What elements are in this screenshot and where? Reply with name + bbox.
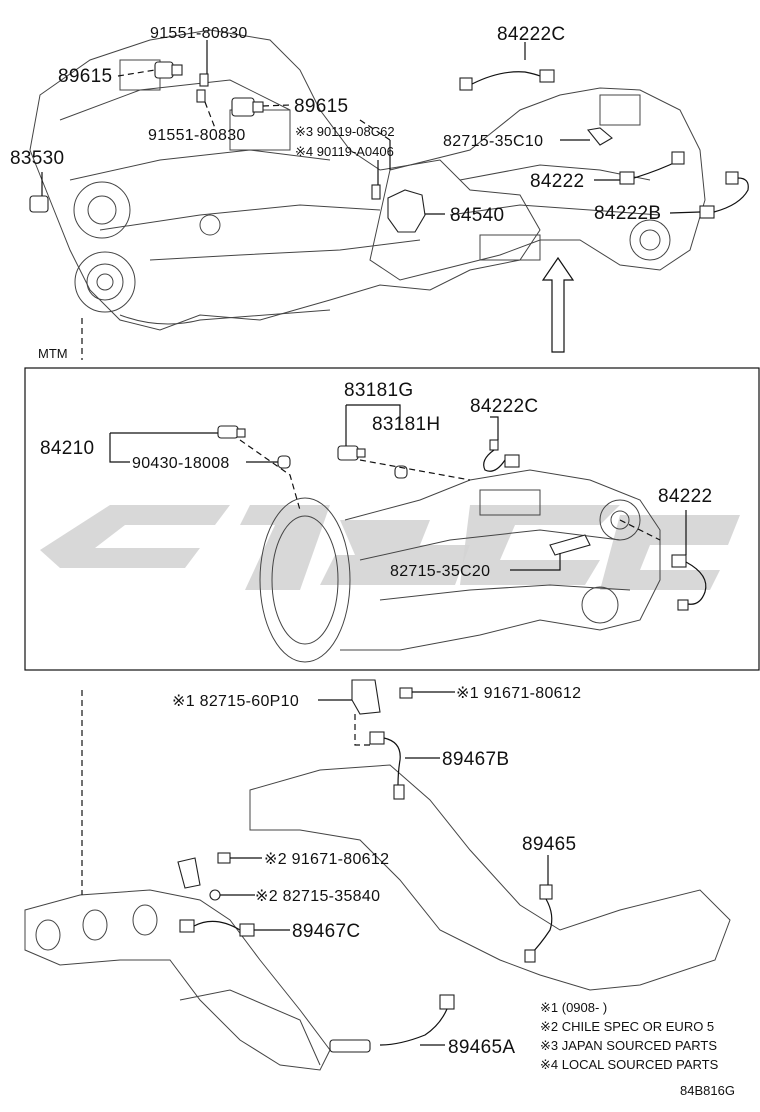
label-84210: 84210 (40, 438, 94, 459)
notes-legend: ※1 (0908- ) ※2 CHILE SPEC OR EURO 5 ※3 J… (540, 1000, 735, 1098)
label-89465a: 89465A (448, 1037, 515, 1058)
box-leader-lines (109, 404, 687, 571)
mtm-box (24, 367, 760, 671)
label-84222b: 84222B (594, 203, 661, 224)
box-parts (217, 425, 707, 611)
label-82715-35c20: 82715-35C20 (390, 563, 490, 580)
figure-code: 84B816G (680, 1083, 735, 1098)
bottom-parts (177, 679, 553, 1053)
label-89467b: 89467B (442, 749, 509, 770)
transfer-case-drawing (369, 87, 706, 281)
label-83181g: 83181G (344, 380, 413, 401)
label-84222-box: 84222 (658, 486, 712, 507)
label-91671-80612-b: ※2 91671-80612 (264, 851, 389, 868)
label-89615-right: 89615 (294, 96, 348, 117)
label-82715-35840: ※2 82715-35840 (255, 888, 380, 905)
manual-transmission-drawing (259, 469, 661, 663)
label-91671-80612-a: ※1 91671-80612 (456, 685, 581, 702)
label-mtm: MTM (38, 346, 68, 361)
top-parts (29, 61, 749, 233)
label-90119-08c62: ※3 90119-08C62 (295, 124, 395, 139)
label-84222c-box: 84222C (470, 396, 538, 417)
note-2: ※2 CHILE SPEC OR EURO 5 (540, 1019, 714, 1034)
label-90430-18008: 90430-18008 (132, 455, 230, 472)
label-82715-35c10: 82715-35C10 (443, 133, 543, 150)
label-83181h: 83181H (372, 414, 440, 435)
label-82715-60p10: ※1 82715-60P10 (172, 693, 299, 710)
label-89467c: 89467C (292, 921, 360, 942)
up-arrow-icon (541, 256, 575, 353)
label-91551-80830-top: 91551-80830 (150, 25, 248, 42)
label-91551-80830-bottom: 91551-80830 (148, 127, 246, 144)
bottom-leader-lines (81, 690, 549, 1046)
label-89465: 89465 (522, 834, 576, 855)
note-4: ※4 LOCAL SOURCED PARTS (540, 1057, 719, 1072)
label-84222-top: 84222 (530, 171, 584, 192)
note-3: ※3 JAPAN SOURCED PARTS (540, 1038, 717, 1053)
label-90119-a0406: ※4 90119-A0406 (295, 144, 394, 159)
note-1: ※1 (0908- ) (540, 1000, 607, 1015)
label-89615-left: 89615 (58, 66, 112, 87)
exhaust-drawing (24, 764, 731, 1071)
part-labels: 91551-80830 89615 89615 91551-80830 ※3 9… (10, 24, 712, 1058)
label-83530: 83530 (10, 148, 64, 169)
label-84222c-top: 84222C (497, 24, 565, 45)
top-leader-lines (41, 40, 701, 360)
label-84540: 84540 (450, 205, 504, 226)
